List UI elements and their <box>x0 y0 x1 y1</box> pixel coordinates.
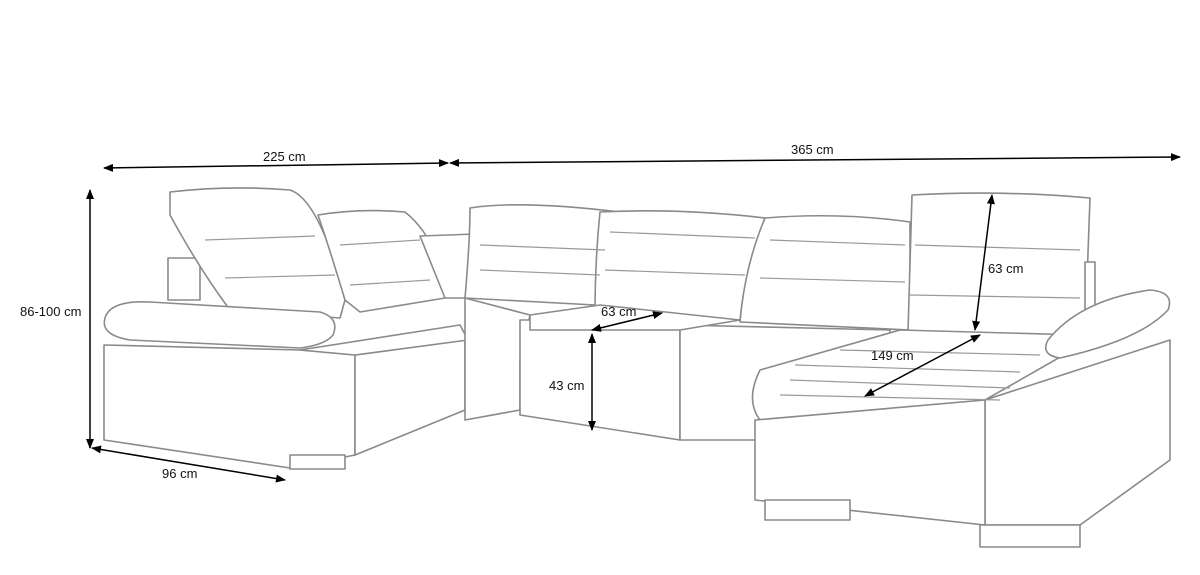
left-width-label: 225 cm <box>263 149 306 164</box>
left-width-arrow <box>103 159 449 172</box>
chaise-length-label: 149 cm <box>871 348 914 363</box>
seat-depth-label: 63 cm <box>601 304 637 319</box>
dimension-arrows <box>86 153 1181 483</box>
chaise-length-arrow <box>864 334 981 397</box>
sofa-outline <box>103 187 1171 548</box>
height-label: 86-100 cm <box>20 304 82 319</box>
backrest-height-arrow <box>972 194 995 331</box>
seat-depth-arrow <box>591 311 663 332</box>
right-width-label: 365 cm <box>791 142 834 157</box>
depth-label: 96 cm <box>162 466 198 481</box>
backrest-height-label: 63 cm <box>988 261 1024 276</box>
right-width-arrow <box>449 153 1181 167</box>
depth-arrow <box>91 445 286 483</box>
seat-height-label: 43 cm <box>549 378 585 393</box>
